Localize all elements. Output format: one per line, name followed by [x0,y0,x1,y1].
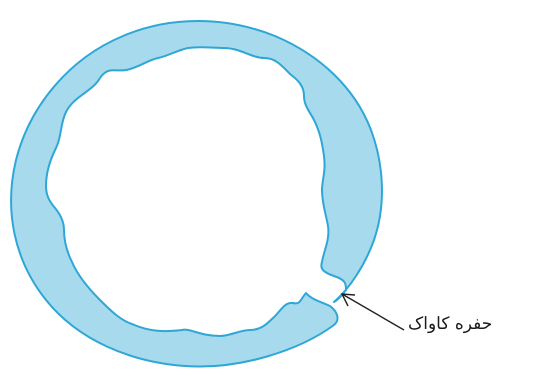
cavity-pointer-arrow [342,294,404,330]
ring-body [11,21,382,367]
cavity-label: حفره کاواک [408,314,492,334]
pointer-line [342,294,404,330]
